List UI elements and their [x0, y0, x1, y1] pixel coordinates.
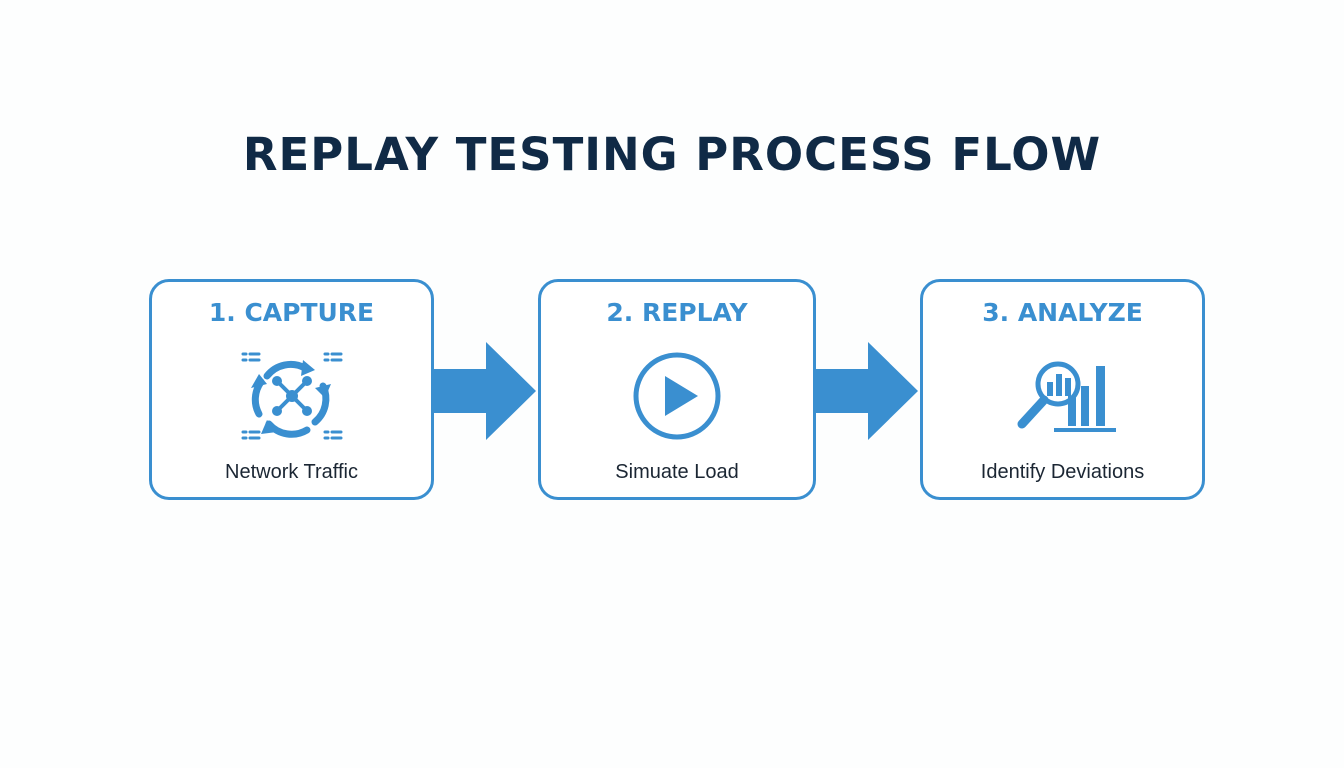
step-caption: Simuate Load: [615, 461, 739, 483]
step-heading: 2. REPLAY: [606, 298, 748, 327]
step-heading: 3. ANALYZE: [982, 298, 1143, 327]
step-replay: 2. REPLAY Simuate Load: [538, 279, 816, 500]
magnifier-chart-icon: [1017, 361, 1116, 432]
step-heading: 1. CAPTURE: [208, 298, 375, 327]
step-analyze: 3. ANALYZE Identify Deviations: [920, 279, 1205, 500]
step-capture: 1. CAPTURE: [149, 279, 434, 500]
diagram-title: REPLAY TESTING PROCESS FLOW: [242, 128, 1102, 181]
step-caption: Network Traffic: [225, 461, 358, 483]
arrow-right-icon: [816, 342, 918, 440]
arrow-right-icon: [434, 342, 536, 440]
step-caption: Identify Deviations: [980, 461, 1145, 483]
network-capture-icon: [241, 352, 342, 440]
play-icon: [633, 352, 721, 440]
